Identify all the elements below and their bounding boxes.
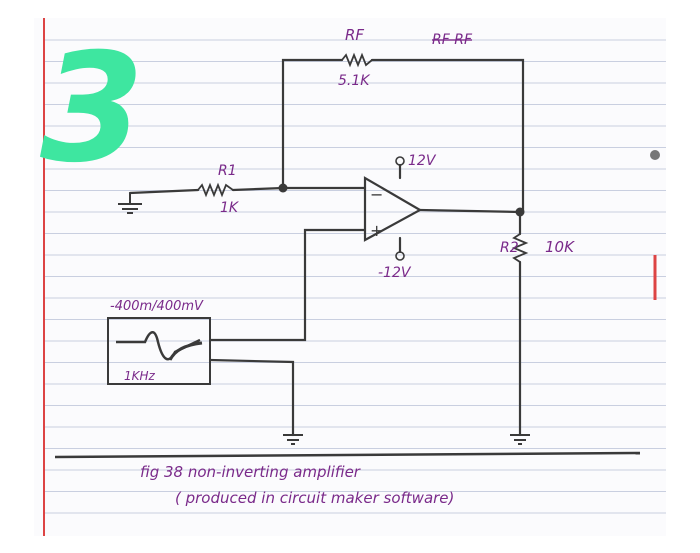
- rf-label: RF: [345, 26, 364, 44]
- supply-pos-terminal: [395, 156, 405, 166]
- opamp-minus: −: [370, 185, 383, 204]
- supply-positive-label: 12V: [408, 153, 437, 169]
- load-resistor-value: 10K: [545, 238, 575, 256]
- rf-scribble: RF RF: [432, 32, 473, 48]
- waveform-shading: [168, 341, 203, 361]
- supply-neg-terminal: [395, 251, 405, 261]
- ground-left: [118, 193, 142, 214]
- supply-negative-label: -12V: [378, 265, 412, 281]
- opamp-symbol: [363, 176, 423, 242]
- resistor-rf: [341, 52, 373, 68]
- binder-hole: [650, 150, 660, 160]
- source-frequency: 1KHz: [124, 369, 156, 383]
- caption-line1: fig 38 non-inverting amplifier: [140, 463, 361, 481]
- node-inverting: [278, 183, 288, 193]
- signal-source-box: [107, 317, 211, 385]
- source-amplitude: -400m/400mV: [110, 299, 204, 314]
- r1-value: 1K: [220, 200, 240, 216]
- caption-line2: ( produced in circuit maker software): [175, 489, 454, 507]
- ruled-lines: [44, 39, 666, 514]
- page-number: 3: [40, 22, 144, 196]
- rf-value: 5.1K: [338, 73, 371, 89]
- resistor-load: [511, 233, 529, 263]
- wires: [128, 58, 525, 437]
- r1-label: R1: [218, 163, 237, 179]
- load-resistor-label: R2: [500, 240, 519, 256]
- opamp-plus: +: [370, 221, 383, 240]
- ground-source: [283, 434, 303, 445]
- ground-load: [510, 434, 530, 445]
- separator-line: [54, 451, 641, 459]
- node-output: [515, 207, 525, 217]
- resistor-r1: [197, 182, 234, 198]
